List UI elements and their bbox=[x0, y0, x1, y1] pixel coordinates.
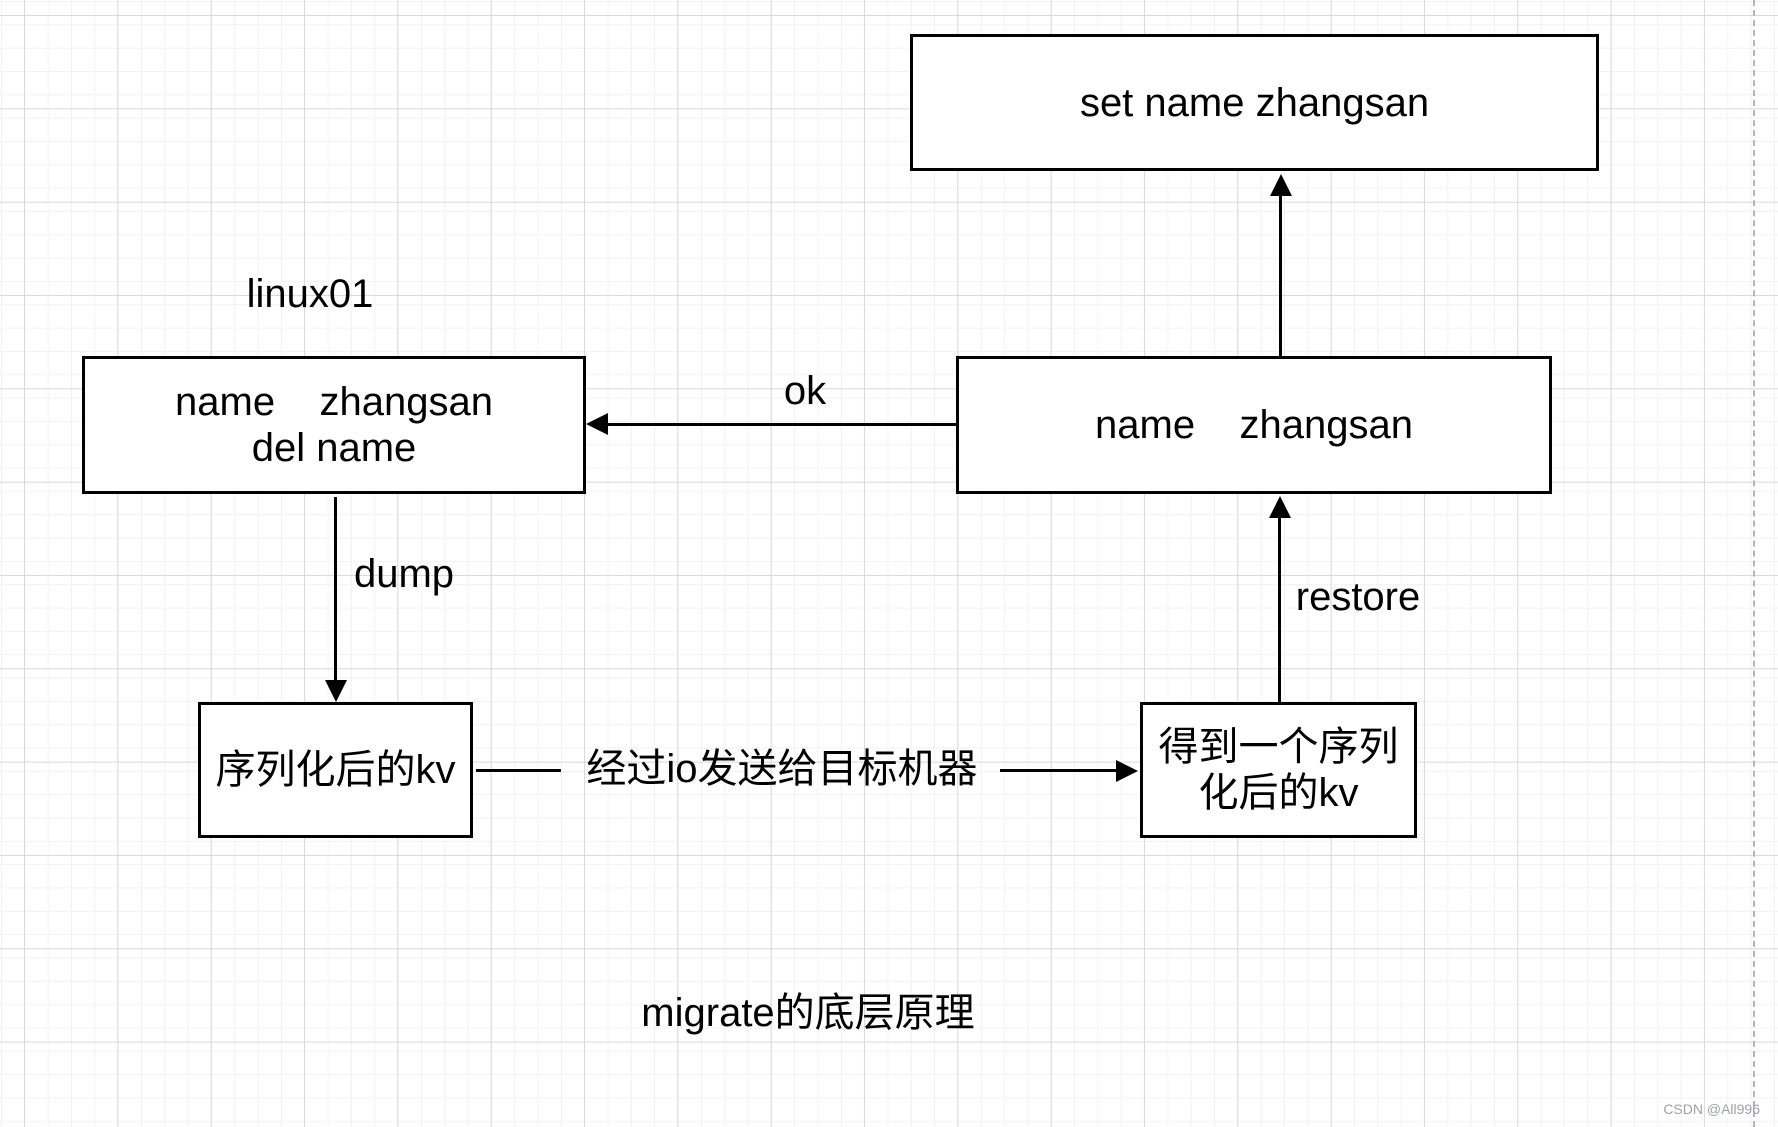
dump-arrow-label: dump bbox=[353, 552, 455, 596]
node-target-kv-label: name zhangsan bbox=[1095, 403, 1413, 447]
dump-arrow-line bbox=[334, 497, 337, 680]
ok-arrow-label: ok bbox=[783, 369, 827, 413]
ack-arrowhead-icon bbox=[1270, 174, 1292, 196]
restore-arrow-label: restore bbox=[1295, 575, 1421, 619]
ok-arrowhead-icon bbox=[586, 413, 608, 435]
diagram-title: migrate的底层原理 bbox=[641, 991, 975, 1035]
ok-arrow-line bbox=[606, 423, 956, 426]
io-arrowhead-icon bbox=[1116, 760, 1138, 782]
node-source-kv-line2: del name bbox=[251, 426, 417, 470]
node-target-kv: name zhangsan bbox=[956, 356, 1552, 494]
node-set-command: set name zhangsan bbox=[910, 34, 1599, 171]
io-arrow-line-right bbox=[1000, 769, 1116, 772]
page-break-line bbox=[1753, 0, 1755, 1127]
restore-arrow-line bbox=[1278, 518, 1281, 702]
node-source-kv-line1: name zhangsan bbox=[175, 380, 493, 424]
restore-arrowhead-icon bbox=[1269, 496, 1291, 518]
node-serialized-kv-label: 序列化后的kv bbox=[215, 748, 456, 792]
node-received-kv-line1: 得到一个序列 bbox=[1158, 725, 1399, 769]
dump-arrowhead-icon bbox=[325, 680, 347, 702]
node-received-kv: 得到一个序列 化后的kv bbox=[1140, 702, 1417, 838]
io-arrow-label: 经过io发送给目标机器 bbox=[586, 747, 978, 791]
node-serialized-kv: 序列化后的kv bbox=[198, 702, 473, 838]
watermark-text: CSDN @All996 bbox=[1663, 1101, 1760, 1117]
node-received-kv-line2: 化后的kv bbox=[1198, 771, 1359, 815]
io-arrow-line-left bbox=[476, 769, 561, 772]
label-linux01: linux01 bbox=[246, 272, 374, 316]
ack-arrow-line bbox=[1279, 196, 1282, 356]
node-source-kv: name zhangsan del name bbox=[82, 356, 586, 494]
node-set-command-label: set name zhangsan bbox=[1079, 80, 1430, 125]
